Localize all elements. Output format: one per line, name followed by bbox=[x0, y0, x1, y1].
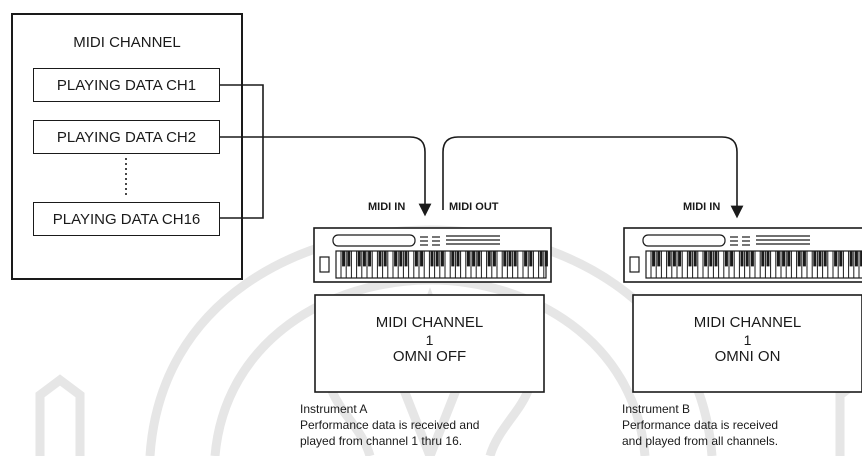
instrument-a-keyboard bbox=[314, 228, 551, 282]
instrument-a-name: Instrument A bbox=[300, 402, 367, 416]
instrument-a-display-line1: MIDI CHANNEL bbox=[315, 314, 544, 331]
instrument-a-display-line2: 1 bbox=[315, 332, 544, 348]
instrument-a-desc-line2: played from channel 1 thru 16. bbox=[300, 434, 462, 448]
instrument-b-display-line2: 1 bbox=[633, 332, 862, 348]
instrument-b-name: Instrument B bbox=[622, 402, 690, 416]
instrument-b-display-line3: OMNI ON bbox=[633, 348, 862, 365]
midi-in-a-label: MIDI IN bbox=[368, 200, 405, 214]
instrument-a-desc-line1: Performance data is received and bbox=[300, 418, 479, 432]
instrument-b-desc-line2: and played from all channels. bbox=[622, 434, 778, 448]
midi-out-a-label: MIDI OUT bbox=[449, 200, 499, 214]
instrument-b-keyboard bbox=[624, 228, 862, 282]
instrument-a-display-line3: OMNI OFF bbox=[315, 348, 544, 365]
midi-in-b-label: MIDI IN bbox=[683, 200, 720, 214]
ch1-ch16-bracket bbox=[220, 85, 263, 218]
instrument-b-desc-line1: Performance data is received bbox=[622, 418, 778, 432]
instrument-b-display-line1: MIDI CHANNEL bbox=[633, 314, 862, 331]
